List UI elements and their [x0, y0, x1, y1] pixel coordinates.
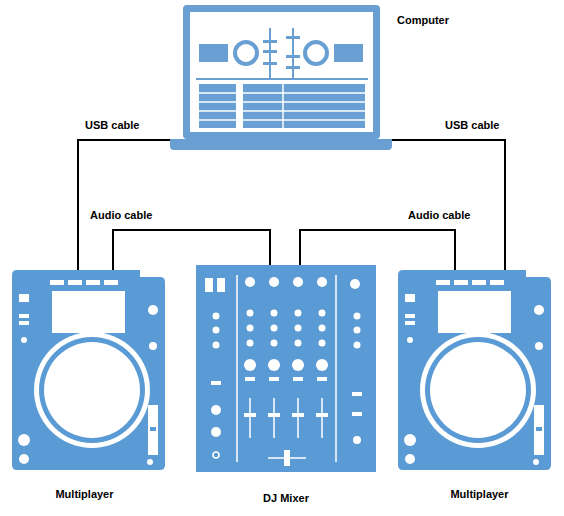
multiplayer-node: Multiplayer	[12, 270, 165, 470]
cable-label: USB cable	[85, 119, 139, 132]
cable-label: Audio cable	[90, 209, 152, 222]
computer-node: Computer	[170, 5, 392, 150]
cable-label: USB cable	[445, 119, 499, 132]
laptop-illustration	[170, 5, 392, 150]
cable-line	[113, 230, 270, 270]
multiplayer-illustration	[398, 270, 551, 470]
mixer-illustration	[196, 265, 376, 472]
mixer-node: DJ Mixer	[196, 265, 376, 472]
device-label: Computer	[397, 14, 449, 27]
cable-line	[78, 140, 170, 270]
device-label: Multiplayer	[402, 488, 557, 501]
multiplayer-illustration	[12, 270, 165, 470]
multiplayer-node: Multiplayer	[398, 270, 553, 470]
cable-line	[300, 230, 455, 270]
device-label: Multiplayer	[8, 488, 161, 501]
cable-line	[392, 140, 505, 270]
device-label: DJ Mixer	[196, 492, 376, 505]
cable-label: Audio cable	[408, 209, 470, 222]
